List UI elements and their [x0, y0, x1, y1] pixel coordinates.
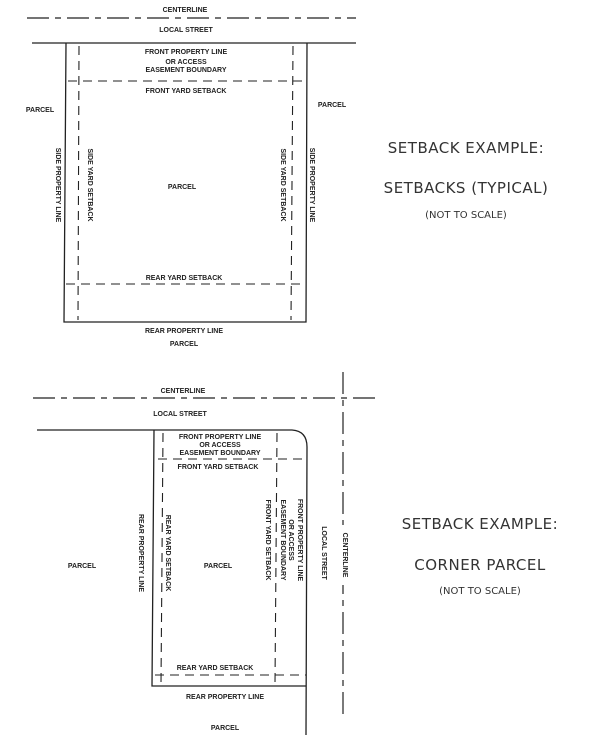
caption-subtitle: SETBACKS (TYPICAL) [384, 179, 549, 197]
caption-subtitle: CORNER PARCEL [414, 556, 546, 574]
side-property-left-label: SIDE PROPERTY LINE [54, 148, 61, 223]
parcel-center-label: PARCEL [204, 563, 233, 570]
caption-note: (NOT TO SCALE) [425, 210, 507, 221]
centerline-label: CENTERLINE [161, 388, 206, 395]
property-lines [151, 429, 306, 687]
street-edge-line [37, 429, 308, 736]
side-easement-label: EASEMENT BOUNDARY [279, 499, 286, 580]
side-front-setback-label: FRONT YARD SETBACK [264, 500, 271, 581]
rear-setback-label: REAR YARD SETBACK [146, 275, 223, 282]
side-property-right-label: SIDE PROPERTY LINE [308, 148, 315, 223]
side-setback-left-label: SIDE YARD SETBACK [86, 148, 93, 221]
front-line-label-1: FRONT PROPERTY LINE [179, 434, 262, 441]
front-line-label-3: EASEMENT BOUNDARY [179, 450, 260, 457]
front-line-label-2: OR ACCESS [165, 59, 207, 66]
typical-setback-diagram: CENTERLINE LOCAL STREET FRONT PROPERTY L… [26, 7, 548, 348]
front-setback-label: FRONT YARD SETBACK [178, 464, 259, 471]
parcel-center-label: PARCEL [168, 184, 197, 191]
parcel-left-label: PARCEL [68, 563, 97, 570]
side-setback-right-label: SIDE YARD SETBACK [279, 148, 286, 221]
rear-property-label: REAR PROPERTY LINE [145, 328, 223, 335]
parcel-bottom-label: PARCEL [211, 725, 240, 732]
parcel-left-label: PARCEL [26, 107, 55, 114]
left-side-setback-line [77, 45, 80, 321]
rear-side-setback-line [160, 432, 164, 685]
front-line-label-3: EASEMENT BOUNDARY [145, 67, 226, 74]
rear-setback-side-label: REAR YARD SETBACK [164, 515, 171, 592]
front-line-label-1: FRONT PROPERTY LINE [145, 49, 228, 56]
parcel-right-label: PARCEL [318, 102, 347, 109]
side-front-line-label: FRONT PROPERTY LINE [296, 499, 303, 582]
rear-setback-label: REAR YARD SETBACK [177, 665, 254, 672]
property-lines [63, 42, 308, 323]
centerline-label: CENTERLINE [163, 7, 208, 14]
rear-property-label: REAR PROPERTY LINE [186, 694, 264, 701]
caption-note: (NOT TO SCALE) [439, 586, 521, 597]
corner-parcel-diagram: CENTERLINE LOCAL STREET FRONT PROPERTY L… [33, 372, 558, 736]
side-access-label: OR ACCESS [287, 519, 294, 561]
caption-title: SETBACK EXAMPLE: [402, 515, 558, 533]
caption-title: SETBACK EXAMPLE: [388, 139, 544, 157]
side-centerline-label: CENTERLINE [341, 533, 348, 578]
parcel-bottom-label: PARCEL [170, 341, 199, 348]
street-label: LOCAL STREET [153, 411, 207, 418]
front-line-label-2: OR ACCESS [199, 442, 241, 449]
right-side-setback-line [290, 45, 294, 321]
front-side-setback-line [274, 432, 278, 685]
side-street-label: LOCAL STREET [320, 526, 327, 580]
front-setback-label: FRONT YARD SETBACK [146, 88, 227, 95]
rear-property-side-label: REAR PROPERTY LINE [137, 514, 144, 592]
street-label: LOCAL STREET [159, 27, 213, 34]
